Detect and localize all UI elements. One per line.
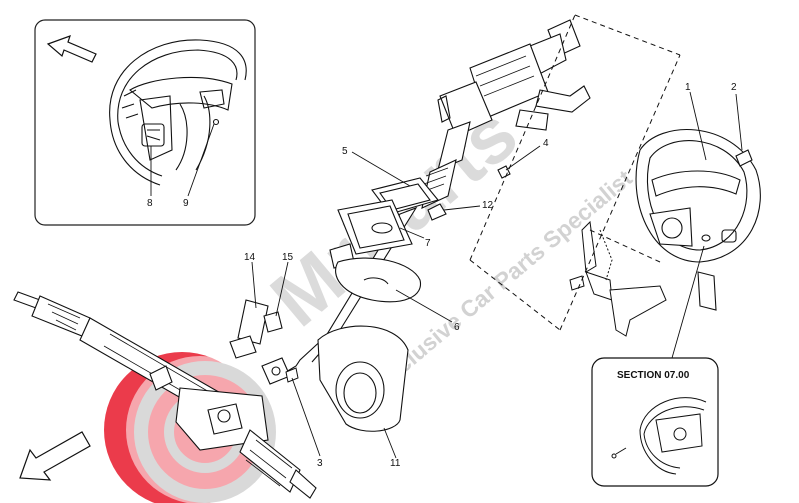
callout-14: 14 <box>244 252 256 263</box>
steering-rack <box>13 291 317 499</box>
small-parts-14-15 <box>229 299 283 359</box>
callout-12: 12 <box>482 200 494 211</box>
inset-detail: 8 9 <box>34 19 256 226</box>
callout-15: 15 <box>282 252 294 263</box>
callout-labels: 1 2 3 4 5 6 7 11 12 14 15 <box>244 82 737 469</box>
callout-5: 5 <box>342 146 348 157</box>
callout-11: 11 <box>390 458 401 469</box>
screw-3 <box>285 367 299 383</box>
callout-8: 8 <box>147 198 153 209</box>
column-cover <box>317 325 409 432</box>
front-arrow-icon <box>19 431 91 481</box>
callout-3: 3 <box>317 458 323 469</box>
dashed-frame <box>469 14 681 331</box>
section-inset: SECTION 07.00 <box>591 357 719 487</box>
callout-7: 7 <box>425 238 431 249</box>
callout-2: 2 <box>731 82 737 93</box>
leader-lines <box>251 91 743 459</box>
section-label: SECTION 07.00 <box>617 370 690 381</box>
inset-steering-wheel <box>109 39 247 186</box>
callout-6: 6 <box>454 322 460 333</box>
direction-arrow-icon <box>46 35 97 63</box>
wiring-bracket <box>569 220 667 337</box>
callout-4: 4 <box>543 138 549 149</box>
callout-1: 1 <box>685 82 691 93</box>
steering-wheel <box>635 129 761 311</box>
section-wheel <box>611 397 707 475</box>
column-boot-seals <box>335 177 447 303</box>
callout-9: 9 <box>183 198 189 209</box>
